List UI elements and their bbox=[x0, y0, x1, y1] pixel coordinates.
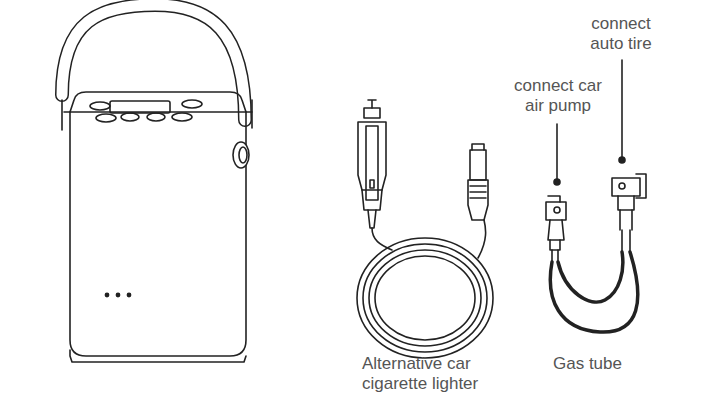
callout-label: connect auto tire bbox=[578, 14, 664, 54]
part-caption: Gas tube bbox=[553, 354, 653, 374]
callout-label: connect car air pump bbox=[508, 76, 608, 116]
part-caption: Alternative car cigarette lighter bbox=[362, 354, 512, 394]
